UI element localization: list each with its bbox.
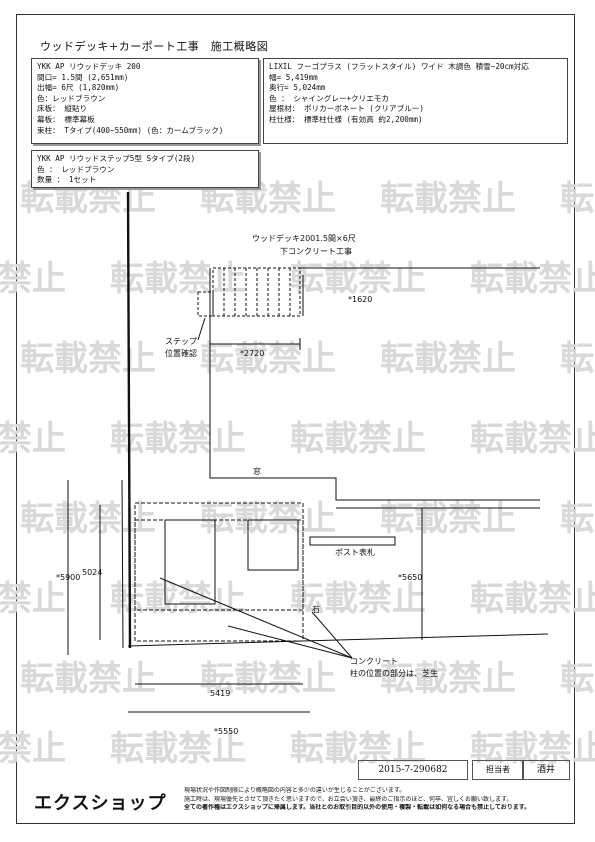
document-code: 2015-7-290682 [358,760,468,780]
dim-5550-label: *5550 [214,727,238,736]
step-note-line1: ステップ [165,337,197,346]
deck-spec-line: 出幅= 6尺 (1,820mm) [37,83,120,93]
deck-spec-line: YKK AP リウッドデッキ 200 [37,62,141,71]
deck-boards [223,268,291,316]
carport-spec-line: 幅= 5,419mm [269,72,318,82]
carport-spec-box: LIXIL フーゴプラス (フラットスタイル) ワイド 木調色 積雪~20cm対… [263,58,568,144]
concrete-label: コンクリート [350,657,398,666]
company-logo: エクスショップ [34,793,167,814]
carport-spec-line: 屋根材： ポリカーボネート (クリアブルー) [269,104,424,114]
page-frame [16,14,575,824]
pillar-note: 柱の位置の部分は、芝生 [350,668,438,678]
boundary-line-left-inner [121,479,124,649]
footer-note: 全ての著作権はエクスショップに帰属します。当社とのお取引目的以外の使用・複製・転… [184,804,531,812]
carport-spec-line: 奥行= 5,024mm [269,83,326,93]
tantou-name: 酒井 [522,760,570,780]
step-callout [197,317,206,341]
dim-5024-label: 5024 [82,568,102,577]
concrete-arrow-2 [227,625,353,659]
dim-5419-label: 5419 [210,689,230,698]
carport-spec-line: 色 ： シャイングレー+クリエモカ [269,93,390,103]
carport-spec-line: 柱仕様： 標準柱仕様 (有効高 約2,200mm) [269,114,423,124]
deck-label: ウッドデッキ2001.5間×6尺 [252,233,356,243]
tantou-label: 担当者 [472,760,524,780]
boundary-line-left [126,191,132,649]
footer-note: 施工時は、現場優先とさせて頂きたく思いますので、お立会い頂き、最終のご指示のほど… [184,795,513,803]
dim-5900-label: *5900 [56,573,80,582]
step-spec-line: 数量 ： 1セット [37,175,97,185]
deck-spec-box: YKK AP リウッドデッキ 200 間口= 1.5間 (2,651mm) 出幅… [31,58,259,144]
deck-spec-line: 床板： 縦貼り [37,104,88,114]
dim-5650-label: *5650 [398,573,422,582]
carport-area-inner [134,519,304,611]
deck-spec-line: 幕板： 標準幕板 [37,114,95,124]
window-label: 窓 [253,466,261,476]
deck-spec-line: 間口= 1.5間 (2,651mm) [37,72,129,82]
dim-2720-label: *2720 [240,349,264,358]
post-marker [309,536,396,546]
footer-note: 現場状況や作図制限により概略図の内容と多少の違いが生じることがございます。 [184,787,406,794]
deck-step [197,291,214,317]
deck-spec-line: 束柱： Tタイプ(400~550mm) (色：カームブラック) [37,125,224,135]
carport-area-outer [134,502,304,642]
step-note-line2: 位置確認 [165,348,197,358]
step-spec-line: YKK AP リウッドステップ5型 Sタイプ(2段) [37,154,196,163]
step-spec-box: YKK AP リウッドステップ5型 Sタイプ(2段) 色 ： レッドブラウン 数… [31,150,259,188]
carport-pillar-left [164,519,216,605]
concrete-arrow-3 [311,611,353,659]
carport-pillar-right [247,519,299,571]
dim-1820-label: *1620 [348,295,372,304]
step-spec-line: 色 ： レッドブラウン [37,164,115,174]
road-line [127,633,549,647]
page-title: ウッドデッキ+カーポート工事 施工概略図 [40,40,269,53]
footer-notes: 現場状況や作図制限により概略図の内容と多少の違いが生じることがございます。 施工… [184,787,564,813]
carport-spec-line: LIXIL フーゴプラス (フラットスタイル) ワイド 木調色 積雪~20cm対… [269,62,529,71]
post-label: ポスト表札 [335,547,375,557]
concrete-arrow-1 [159,577,353,659]
deck-sub-label: 下コンクリート工事 [280,246,352,256]
deck-spec-line: 色：レッドブラウン [37,93,106,103]
house-outline [209,268,540,501]
post-marker-label: 石 [312,605,320,614]
